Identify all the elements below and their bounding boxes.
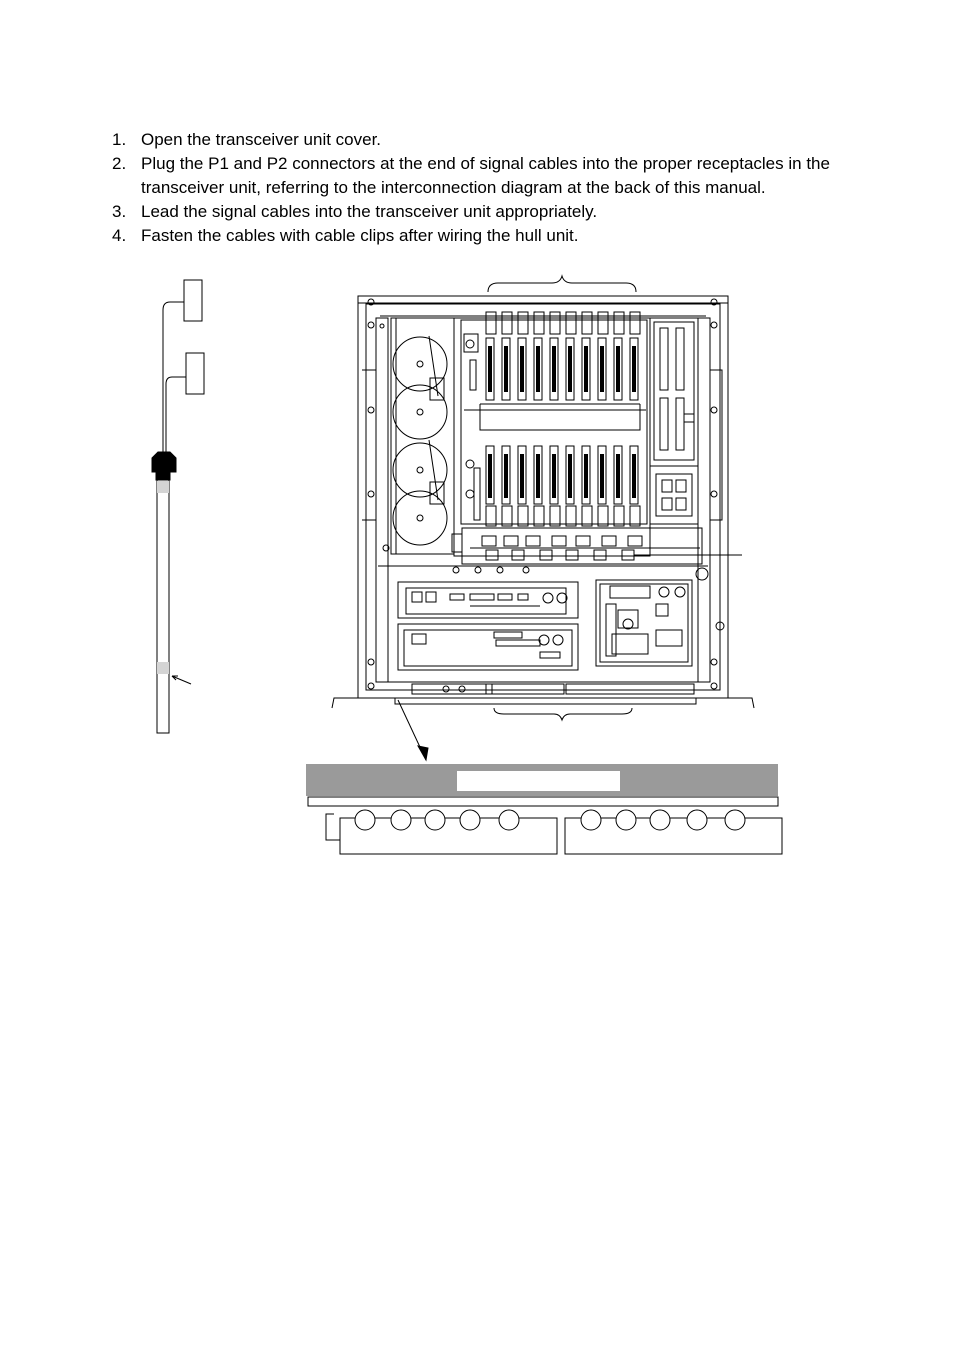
step-number: 1. <box>112 130 127 149</box>
instruction-step: 3. Lead the signal cables into the trans… <box>112 200 872 224</box>
instruction-step: 2. Plug the P1 and P2 connectors at the … <box>112 152 872 200</box>
instruction-list: 1. Open the transceiver unit cover. 2. P… <box>112 128 872 248</box>
step-text: Open the transceiver unit cover. <box>141 130 382 149</box>
terminal-board <box>596 580 692 666</box>
transceiver-wiring-figure <box>0 265 954 865</box>
transceiver-cabinet <box>358 296 728 698</box>
top-brace <box>488 276 636 292</box>
cable-gland <box>152 452 176 472</box>
detail-label-box <box>457 771 620 791</box>
signal-cable-illustration <box>152 280 204 733</box>
step-text: Fasten the cables with cable clips after… <box>141 226 579 245</box>
transceiver-drawing <box>0 265 954 865</box>
step-number: 2. <box>112 154 127 173</box>
step-text: Plug the P1 and P2 connectors at the end… <box>141 154 830 197</box>
instruction-step: 4. Fasten the cables with cable clips af… <box>112 224 872 248</box>
bottom-brace <box>494 708 632 720</box>
upper-card-slots <box>486 312 640 400</box>
step-number: 4. <box>112 226 127 245</box>
connector-p1-box <box>184 280 202 321</box>
cabinet-base <box>332 698 754 708</box>
step-number: 3. <box>112 202 127 221</box>
instruction-step: 1. Open the transceiver unit cover. <box>112 128 872 152</box>
power-module <box>398 624 578 670</box>
clip-bank-left <box>340 818 557 854</box>
cable-bundle <box>157 480 169 733</box>
connector-p2-box <box>186 353 204 394</box>
clip-bank-right <box>565 818 782 854</box>
interface-module <box>398 582 578 618</box>
cable-clip-detail <box>306 764 782 854</box>
step-text: Lead the signal cables into the transcei… <box>141 202 598 221</box>
lower-card-slots <box>486 446 640 526</box>
